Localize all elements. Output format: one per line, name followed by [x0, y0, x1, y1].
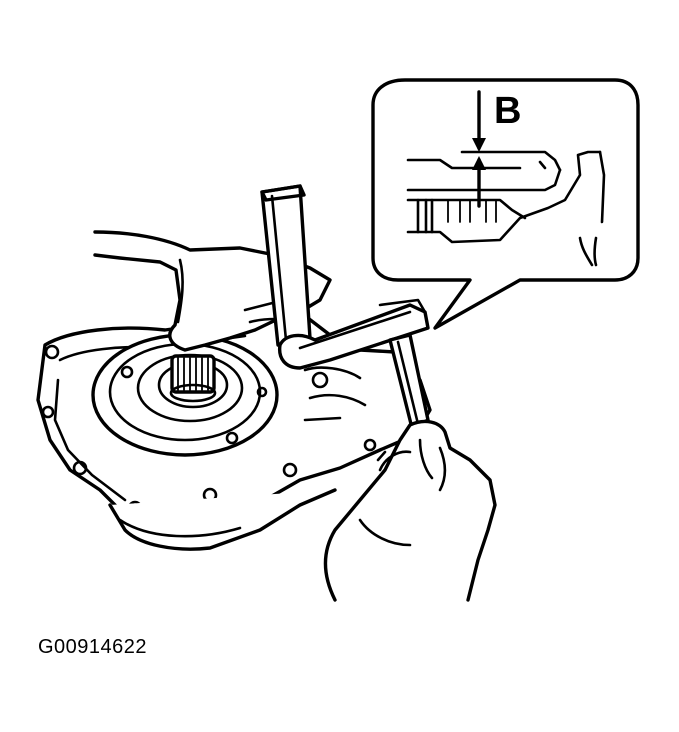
- straightedge: [260, 184, 312, 347]
- input-shaft: [169, 354, 217, 403]
- depth-gauge: [277, 298, 430, 430]
- detail-callout: [371, 78, 640, 330]
- section-detail: [406, 150, 606, 267]
- callout-label-b: B: [494, 90, 522, 132]
- right-hand: [323, 419, 497, 602]
- transmission-housing: [36, 310, 432, 551]
- figure-code: G00914622: [38, 636, 148, 658]
